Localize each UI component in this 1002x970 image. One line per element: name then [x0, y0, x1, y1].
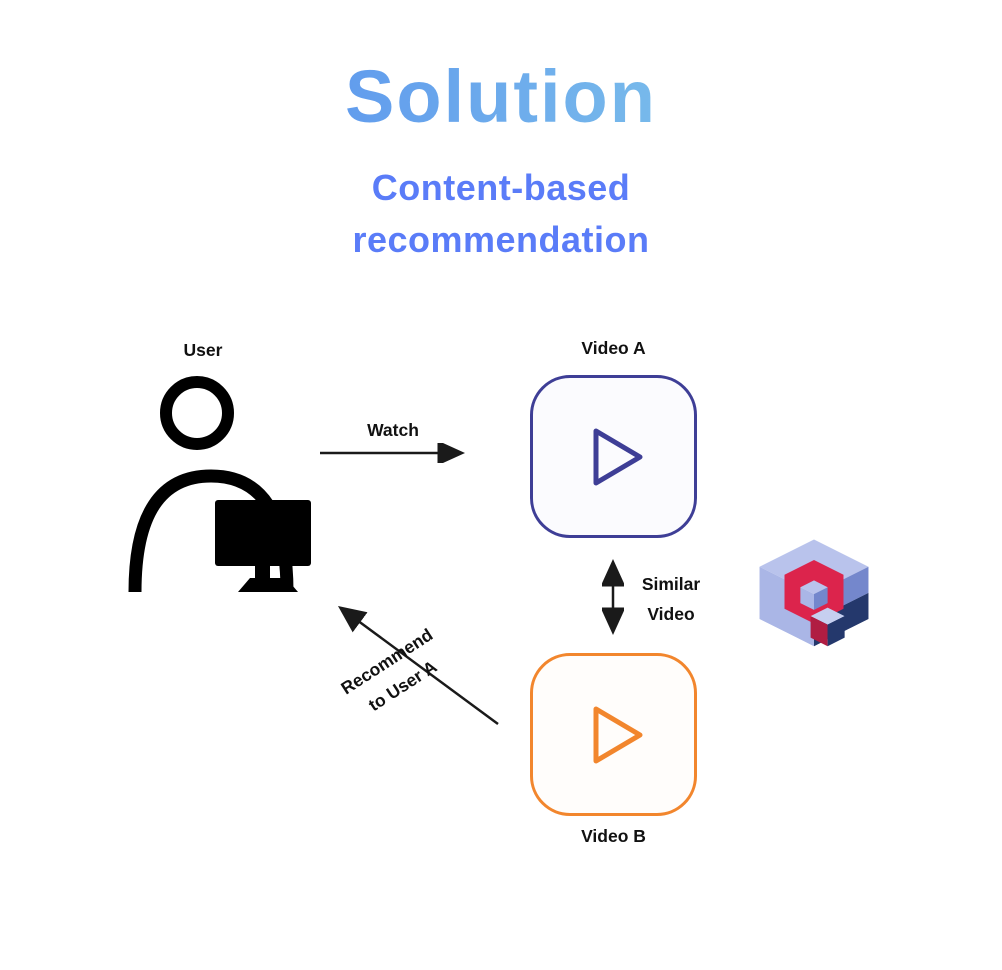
play-icon [593, 706, 642, 763]
recommend-arrow [337, 606, 499, 726]
play-icon [593, 428, 642, 485]
video-a-label: Video A [581, 338, 646, 358]
watch-label: Watch [367, 420, 419, 440]
similar-line-2: Video [647, 604, 695, 624]
video-b-label: Video B [581, 826, 646, 846]
video-a-node [530, 375, 697, 538]
subtitle-line-1: Content-based [371, 167, 631, 208]
page-subtitle: Content-based recommendation [0, 162, 1002, 266]
video-b-node [530, 653, 697, 816]
qdrant-logo [759, 539, 869, 647]
watch-arrow [320, 443, 465, 463]
similar-line-1: Similar [641, 574, 701, 594]
subtitle-line-2: recommendation [352, 219, 650, 260]
user-label: User [183, 340, 223, 360]
page-title: Solution [0, 54, 1002, 139]
similar-video-label: Similar Video [626, 569, 716, 629]
similar-video-arrow [602, 559, 624, 635]
user-with-monitor-icon [128, 376, 311, 592]
